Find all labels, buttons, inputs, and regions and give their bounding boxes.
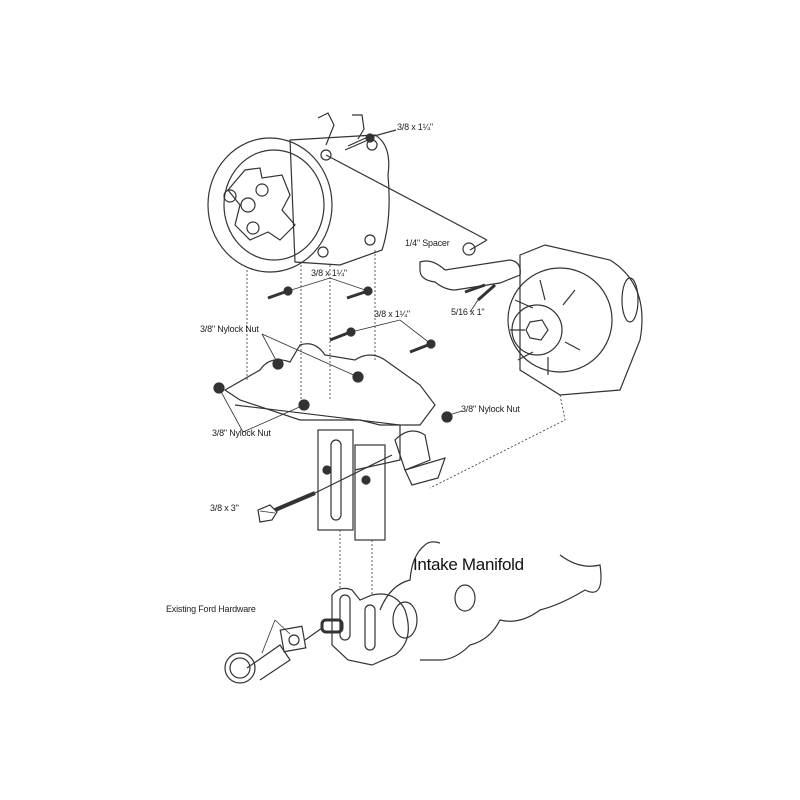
bolt-compressor-top — [344, 129, 397, 151]
bolts-middle — [267, 283, 486, 354]
ac-compressor — [207, 112, 390, 273]
ford-hardware — [224, 618, 344, 684]
intake-manifold — [331, 541, 602, 666]
alternator — [507, 244, 643, 396]
label-ford-hardware: Existing Ford Hardware — [166, 604, 256, 614]
mounting-bracket — [223, 343, 446, 541]
label-bolt-alternator: 5/16 x 1" — [451, 307, 485, 317]
bolt-long — [257, 454, 393, 523]
label-bolt-mid-right: 3/8 x 1¼" — [374, 309, 410, 319]
alternator-bracket — [419, 259, 521, 291]
label-bolt-long: 3/8 x 3" — [210, 503, 239, 513]
label-nut-upper-left: 3/8" Nylock Nut — [200, 324, 259, 334]
spacer — [462, 242, 476, 256]
label-nut-lower-left: 3/8" Nylock Nut — [212, 428, 271, 438]
label-bolt-mid-left: 3/8 x 1¼" — [311, 268, 347, 278]
label-bolt-compressor-top: 3/8 x 1¼" — [397, 122, 433, 132]
label-intake-manifold: Intake Manifold — [413, 555, 524, 574]
nuts — [213, 286, 453, 423]
alignment-lines — [246, 250, 566, 595]
label-spacer: 1/4" Spacer — [405, 238, 450, 248]
label-nut-right: 3/8" Nylock Nut — [461, 404, 520, 414]
